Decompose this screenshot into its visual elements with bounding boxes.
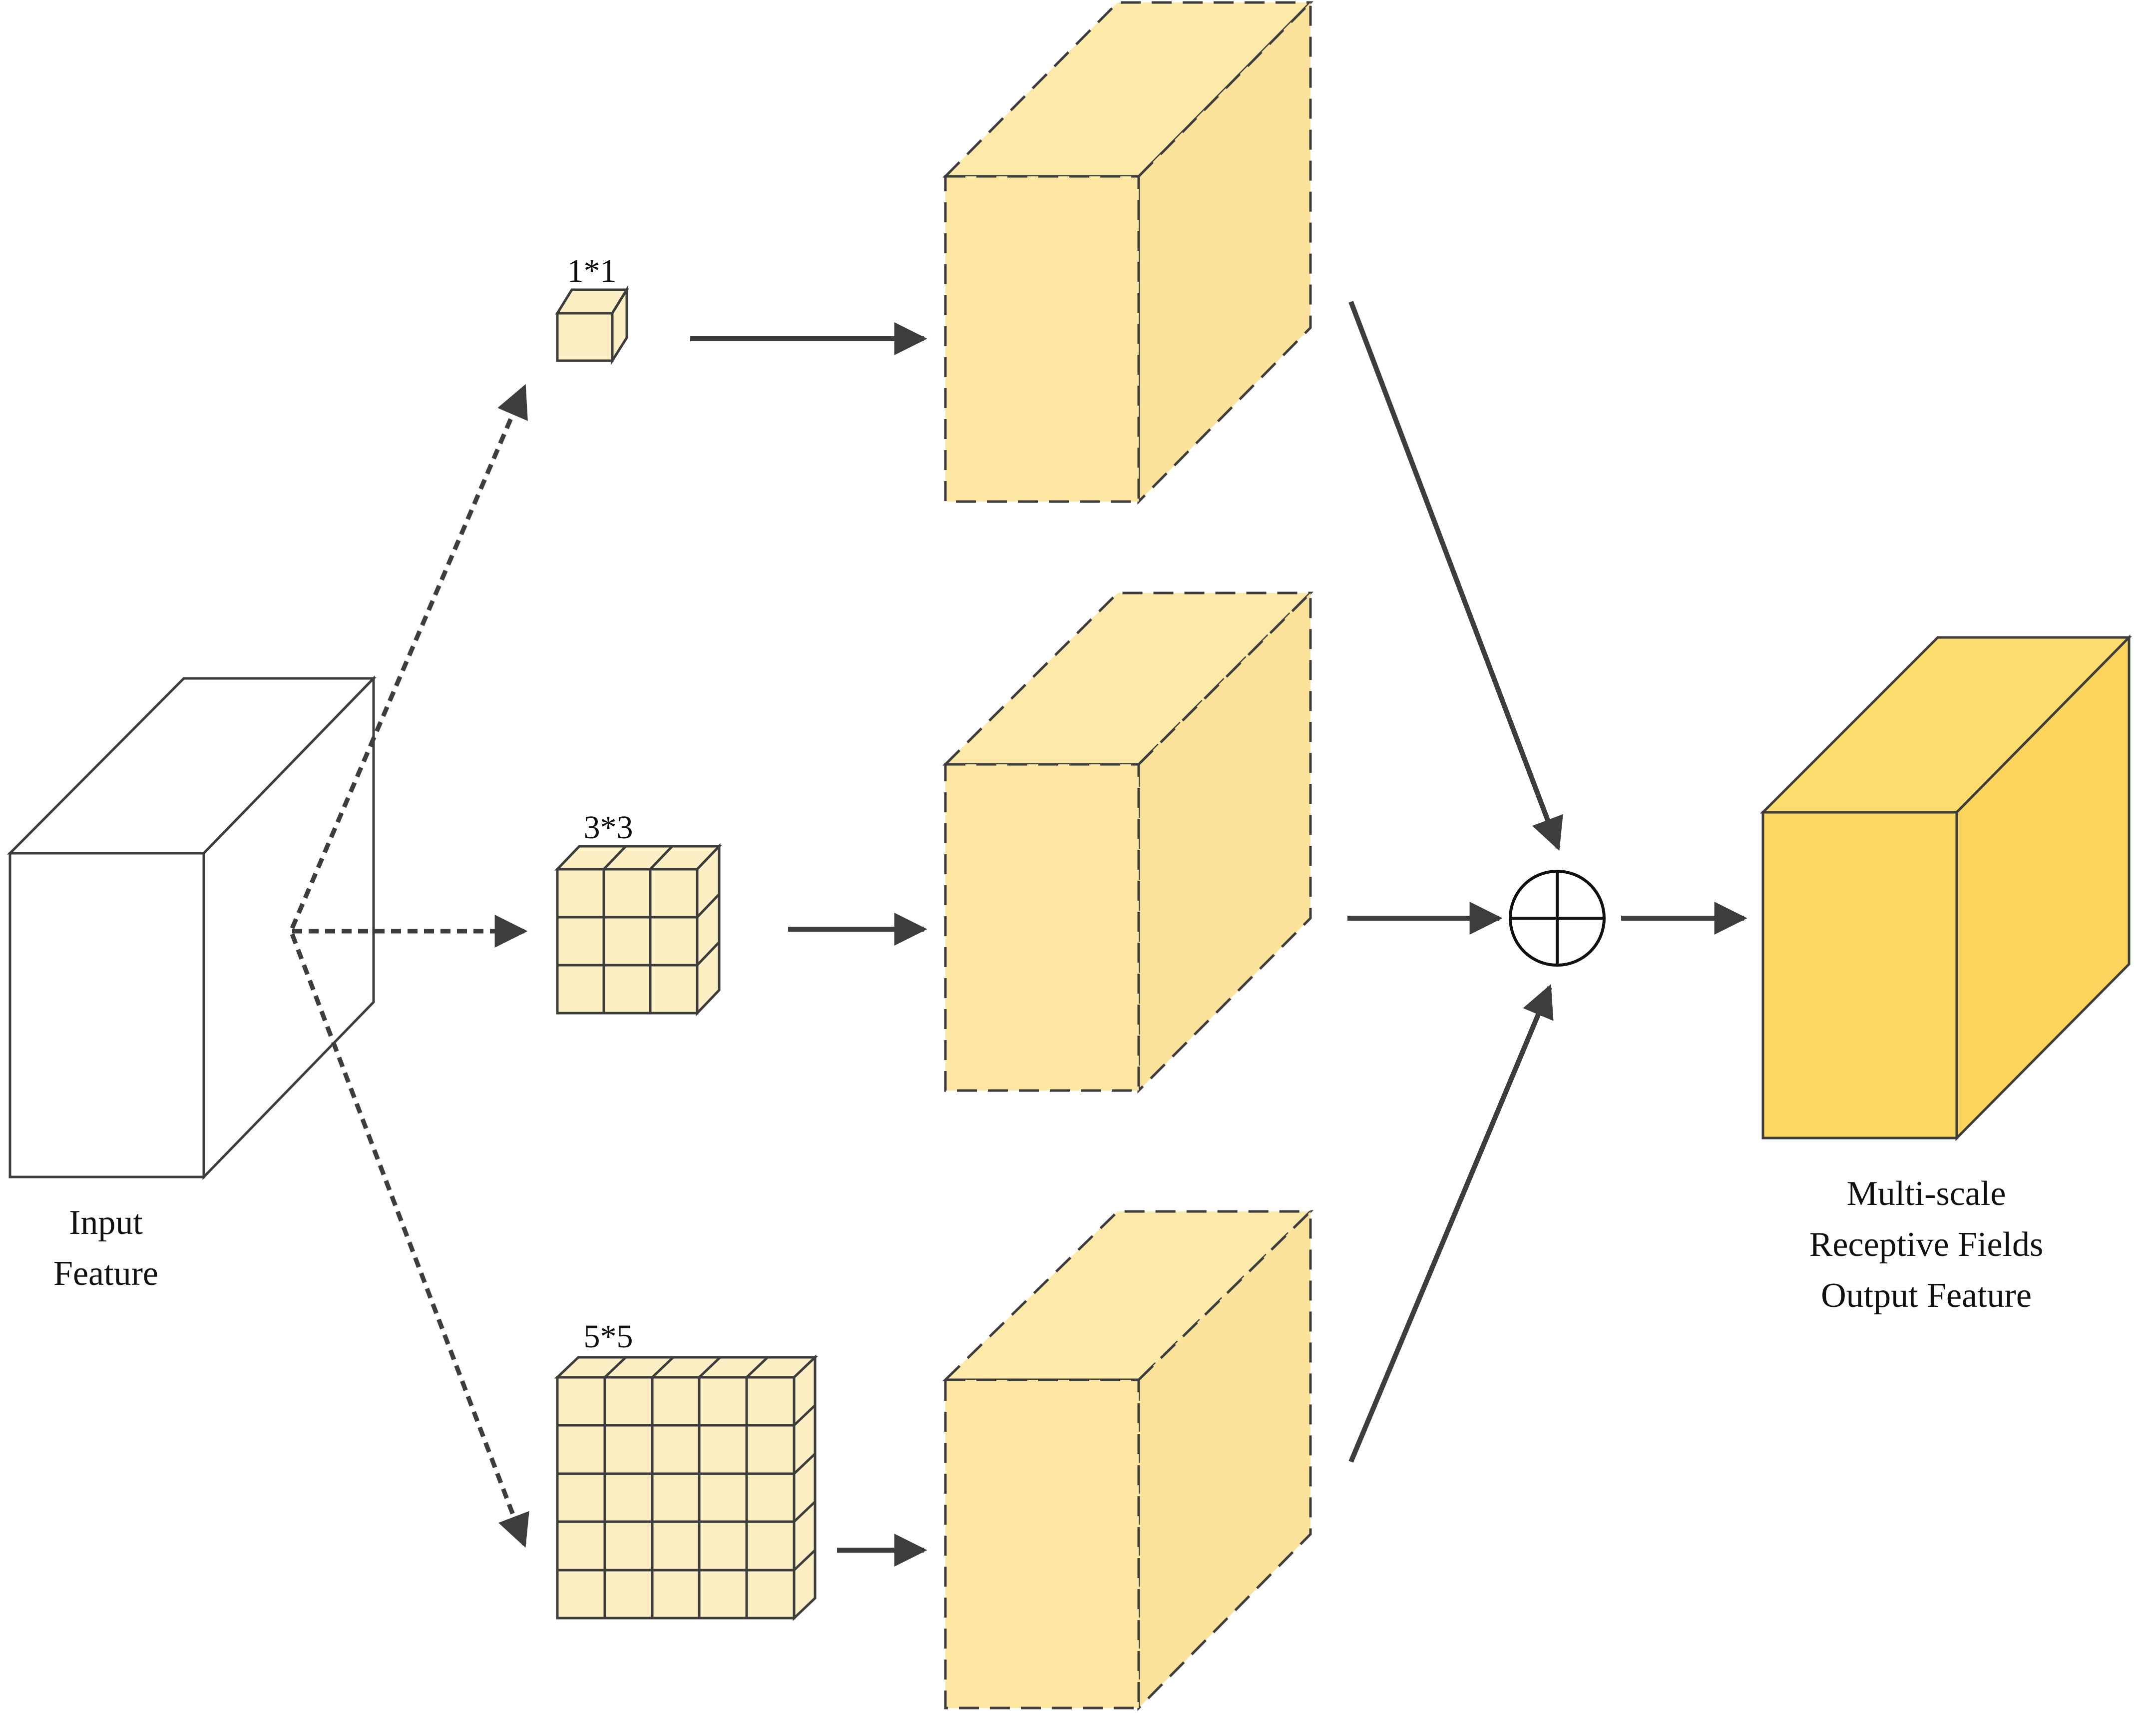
kernel-3x3-top [554,845,722,871]
kernel-1x1-front [556,312,614,362]
branch-feature-3x3-front [944,763,1140,1092]
kernel-5x5-front-grid [557,1377,794,1618]
kernel-3x3-label: 3*3 [584,809,633,846]
circle-plus-icon [1509,870,1606,967]
kernel-3x3-side-grid [696,893,720,966]
output-label-line1: Multi-scale [1847,1174,2006,1213]
kernel-3x3-front [556,868,699,1015]
branch-arrow-1x1 [290,384,528,929]
input-feature-label-line2: Feature [53,1254,158,1293]
input-feature-cuboid [6,675,377,1180]
kernel-5x5-top-grid [604,1356,769,1378]
branch-feature-1x1-front [944,175,1140,503]
output-label-line3: Output Feature [1821,1276,2032,1315]
arrow-feature3-to-sum [1348,984,1554,1463]
output-feature-cuboid [1759,634,2132,1142]
kernel-5x5-front [556,1376,796,1620]
kernel-1x1 [555,285,629,365]
kernel-to-feature-arrows [690,322,927,1567]
output-cuboid-front [1761,811,1958,1140]
output-label-line2: Receptive Fields [1809,1225,2044,1264]
branch-feature-3x3-side [1137,589,1312,1094]
kernel-5x5-side-grid [793,1404,816,1571]
feature-to-sum-arrows [1347,301,1563,1463]
branch-arrows [290,384,529,1548]
kernel-5x5-side [793,1354,817,1621]
branch-arrow-5x5 [290,933,529,1548]
kernel-3x3-top-grid [603,845,673,870]
branch-feature-3x3 [942,589,1314,1094]
arrow-feature1-to-sum [1348,301,1563,851]
branch-feature-5x5 [942,1208,1314,1712]
kernel-5x5-label: 5*5 [584,1318,633,1355]
kernel-3x3-side [696,843,721,1017]
branch-feature-5x5-front [944,1378,1140,1710]
input-cuboid-front-face [8,852,205,1178]
kernel-3x3 [554,843,722,1017]
kernel-3x3-front-grid [557,869,697,1013]
input-feature-label-line1: Input [69,1203,143,1242]
kernel-1x1-label: 1*1 [567,253,617,289]
kernel-5x5-top [554,1356,819,1379]
branch-feature-1x1-side [1137,0,1312,505]
branch-feature-1x1 [942,0,1313,505]
kernel-5x5 [554,1354,819,1621]
